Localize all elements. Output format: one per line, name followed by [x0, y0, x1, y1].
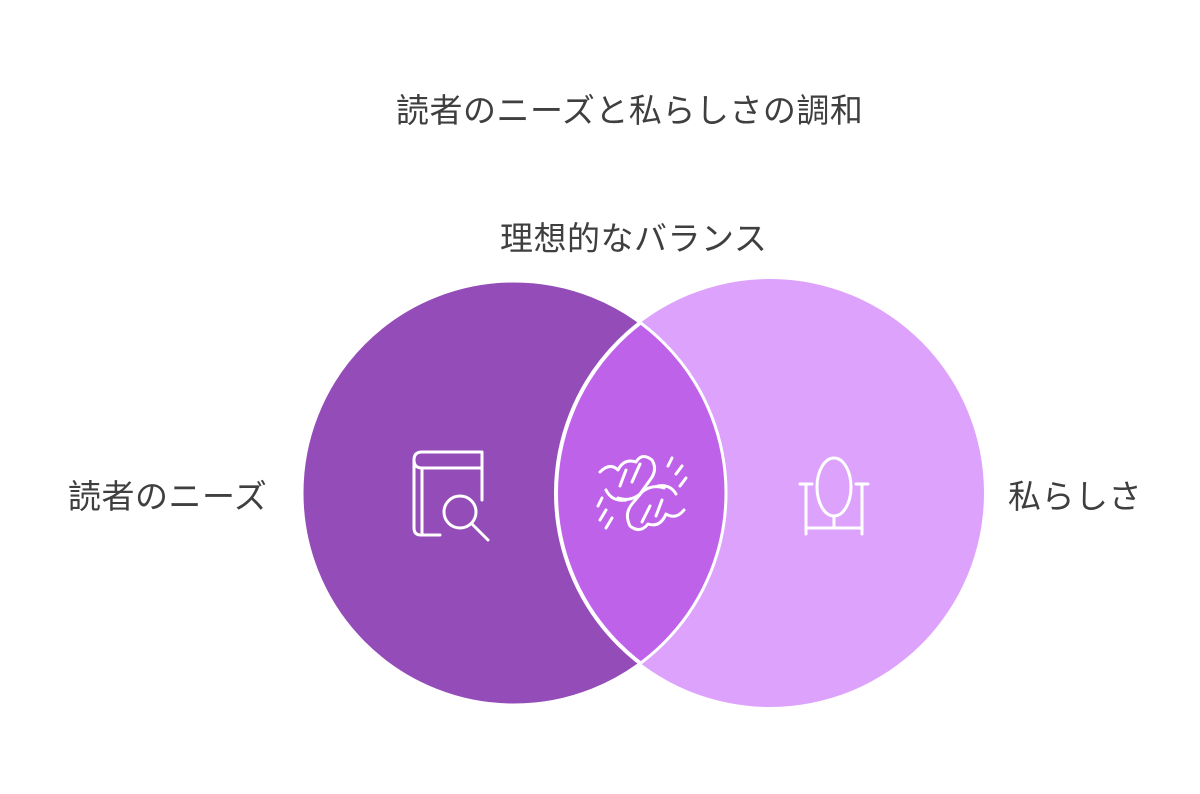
- intersection-region: [556, 281, 726, 705]
- left-circle-label: 読者のニーズ: [68, 477, 268, 516]
- left-circle-outline: [300, 279, 728, 707]
- book-search-icon: [412, 450, 490, 542]
- right-circle-label: 私らしさ: [1008, 477, 1142, 516]
- overlap-label: 理想的なバランス: [500, 219, 768, 258]
- diagram-title: 読者のニーズと私らしさの調和: [396, 91, 864, 130]
- mirror-icon: [798, 456, 870, 536]
- fist-bump-icon: [596, 455, 688, 531]
- right-circle-outline: [554, 281, 726, 705]
